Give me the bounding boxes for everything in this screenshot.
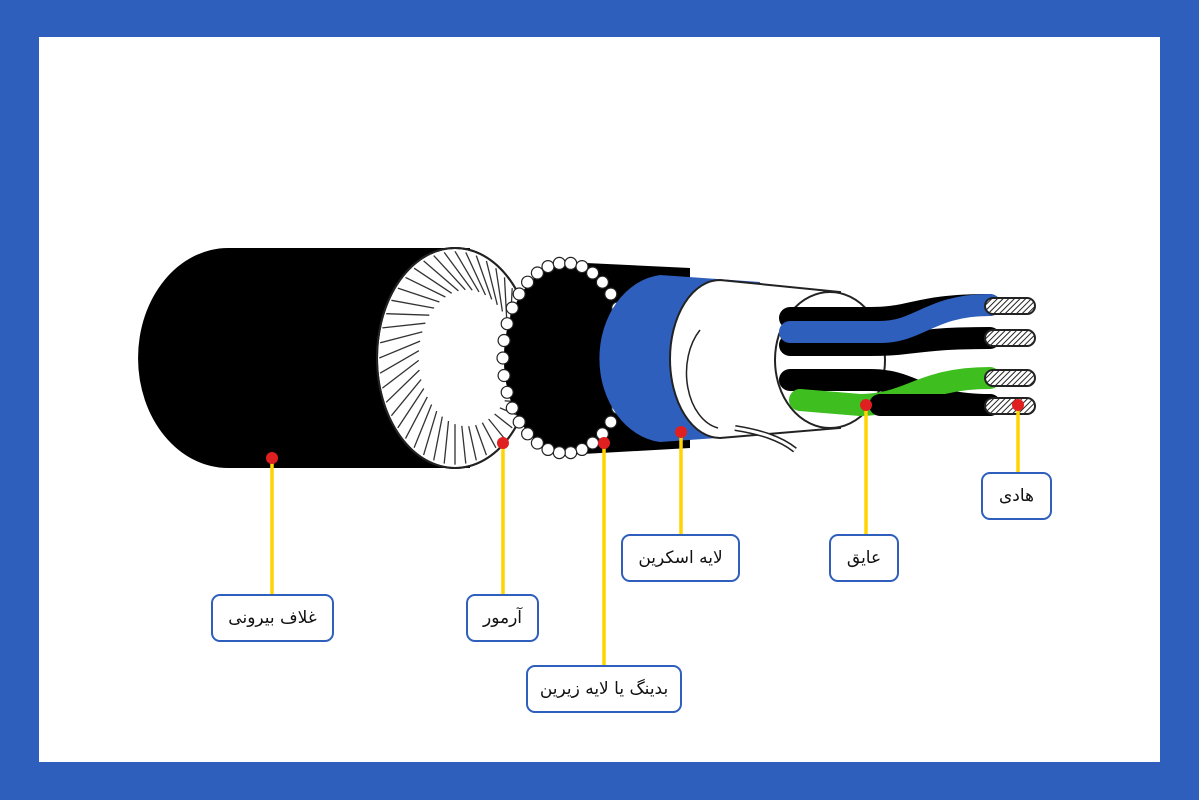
armor-wire xyxy=(382,359,420,389)
label-armor: آرمور xyxy=(466,594,539,642)
armor-wire xyxy=(385,369,420,403)
label-screen: لایه اسکرین xyxy=(621,534,740,582)
armor-bead xyxy=(505,401,519,415)
armor-wire xyxy=(379,331,423,344)
armor-wire xyxy=(382,322,426,329)
armor-bead xyxy=(585,266,600,280)
armor-bead xyxy=(530,436,545,450)
armor-bead xyxy=(552,446,566,460)
armor-bead xyxy=(497,333,511,348)
leader-lines xyxy=(270,405,1020,665)
armor-wire xyxy=(443,252,473,291)
label-insulation: عایق xyxy=(829,534,899,582)
armor-bead xyxy=(585,436,600,450)
marker-dots xyxy=(266,399,1024,464)
armor-bead xyxy=(564,446,578,460)
armor-wire xyxy=(495,268,504,312)
armor-wire xyxy=(443,420,450,464)
armor-wire xyxy=(423,260,459,292)
armor-wire xyxy=(485,260,498,306)
label-bedding: بدینگ یا لایه زیرین xyxy=(526,665,682,713)
armor-wire xyxy=(386,313,430,316)
armor-bead xyxy=(505,301,519,315)
armor-wire xyxy=(488,418,506,440)
armor-bead xyxy=(595,275,610,289)
armor-bead xyxy=(512,415,526,429)
armor-wire xyxy=(390,379,422,417)
insulated-cores xyxy=(779,294,1001,417)
armor-bead xyxy=(520,427,535,441)
armor-wire xyxy=(494,413,513,429)
armor-wire xyxy=(468,426,477,461)
armor-bead xyxy=(564,256,578,270)
armor-wire xyxy=(422,410,438,456)
label-conductor: هادی xyxy=(981,472,1052,520)
armor-wire xyxy=(379,340,421,359)
armor-wire xyxy=(465,252,487,296)
armor-bead xyxy=(575,442,589,456)
armor-wire xyxy=(474,424,488,456)
armor-wire xyxy=(433,416,443,461)
armor-bead xyxy=(552,256,566,270)
armor-bead xyxy=(575,260,589,274)
armor-bead xyxy=(496,351,510,365)
armor-wire xyxy=(413,267,453,294)
armor-wire xyxy=(404,396,428,439)
armor-bead xyxy=(604,415,618,429)
armor-bead xyxy=(512,287,526,301)
armor-wire xyxy=(454,250,480,293)
label-outer-sheath: غلاف بیرونی xyxy=(211,594,334,642)
armor-bead xyxy=(497,368,511,383)
armor-wire xyxy=(475,255,493,300)
armor-wire xyxy=(461,425,467,464)
armor-wire xyxy=(397,388,425,429)
armor-wire xyxy=(503,277,508,320)
armor-wire xyxy=(405,276,446,298)
armor-wire xyxy=(397,287,440,303)
armor-bead xyxy=(541,260,555,274)
armor-wire xyxy=(379,350,420,374)
armor-bead xyxy=(500,317,514,331)
armor-bead xyxy=(500,385,514,399)
armor-bead xyxy=(520,275,535,289)
armor-wire xyxy=(481,422,497,449)
armor-bead xyxy=(541,442,555,456)
armor-wire xyxy=(413,404,433,449)
armor-wire xyxy=(433,255,466,291)
armor-bead xyxy=(604,287,618,301)
armor-wire xyxy=(391,299,435,309)
armor-bead xyxy=(530,266,545,280)
